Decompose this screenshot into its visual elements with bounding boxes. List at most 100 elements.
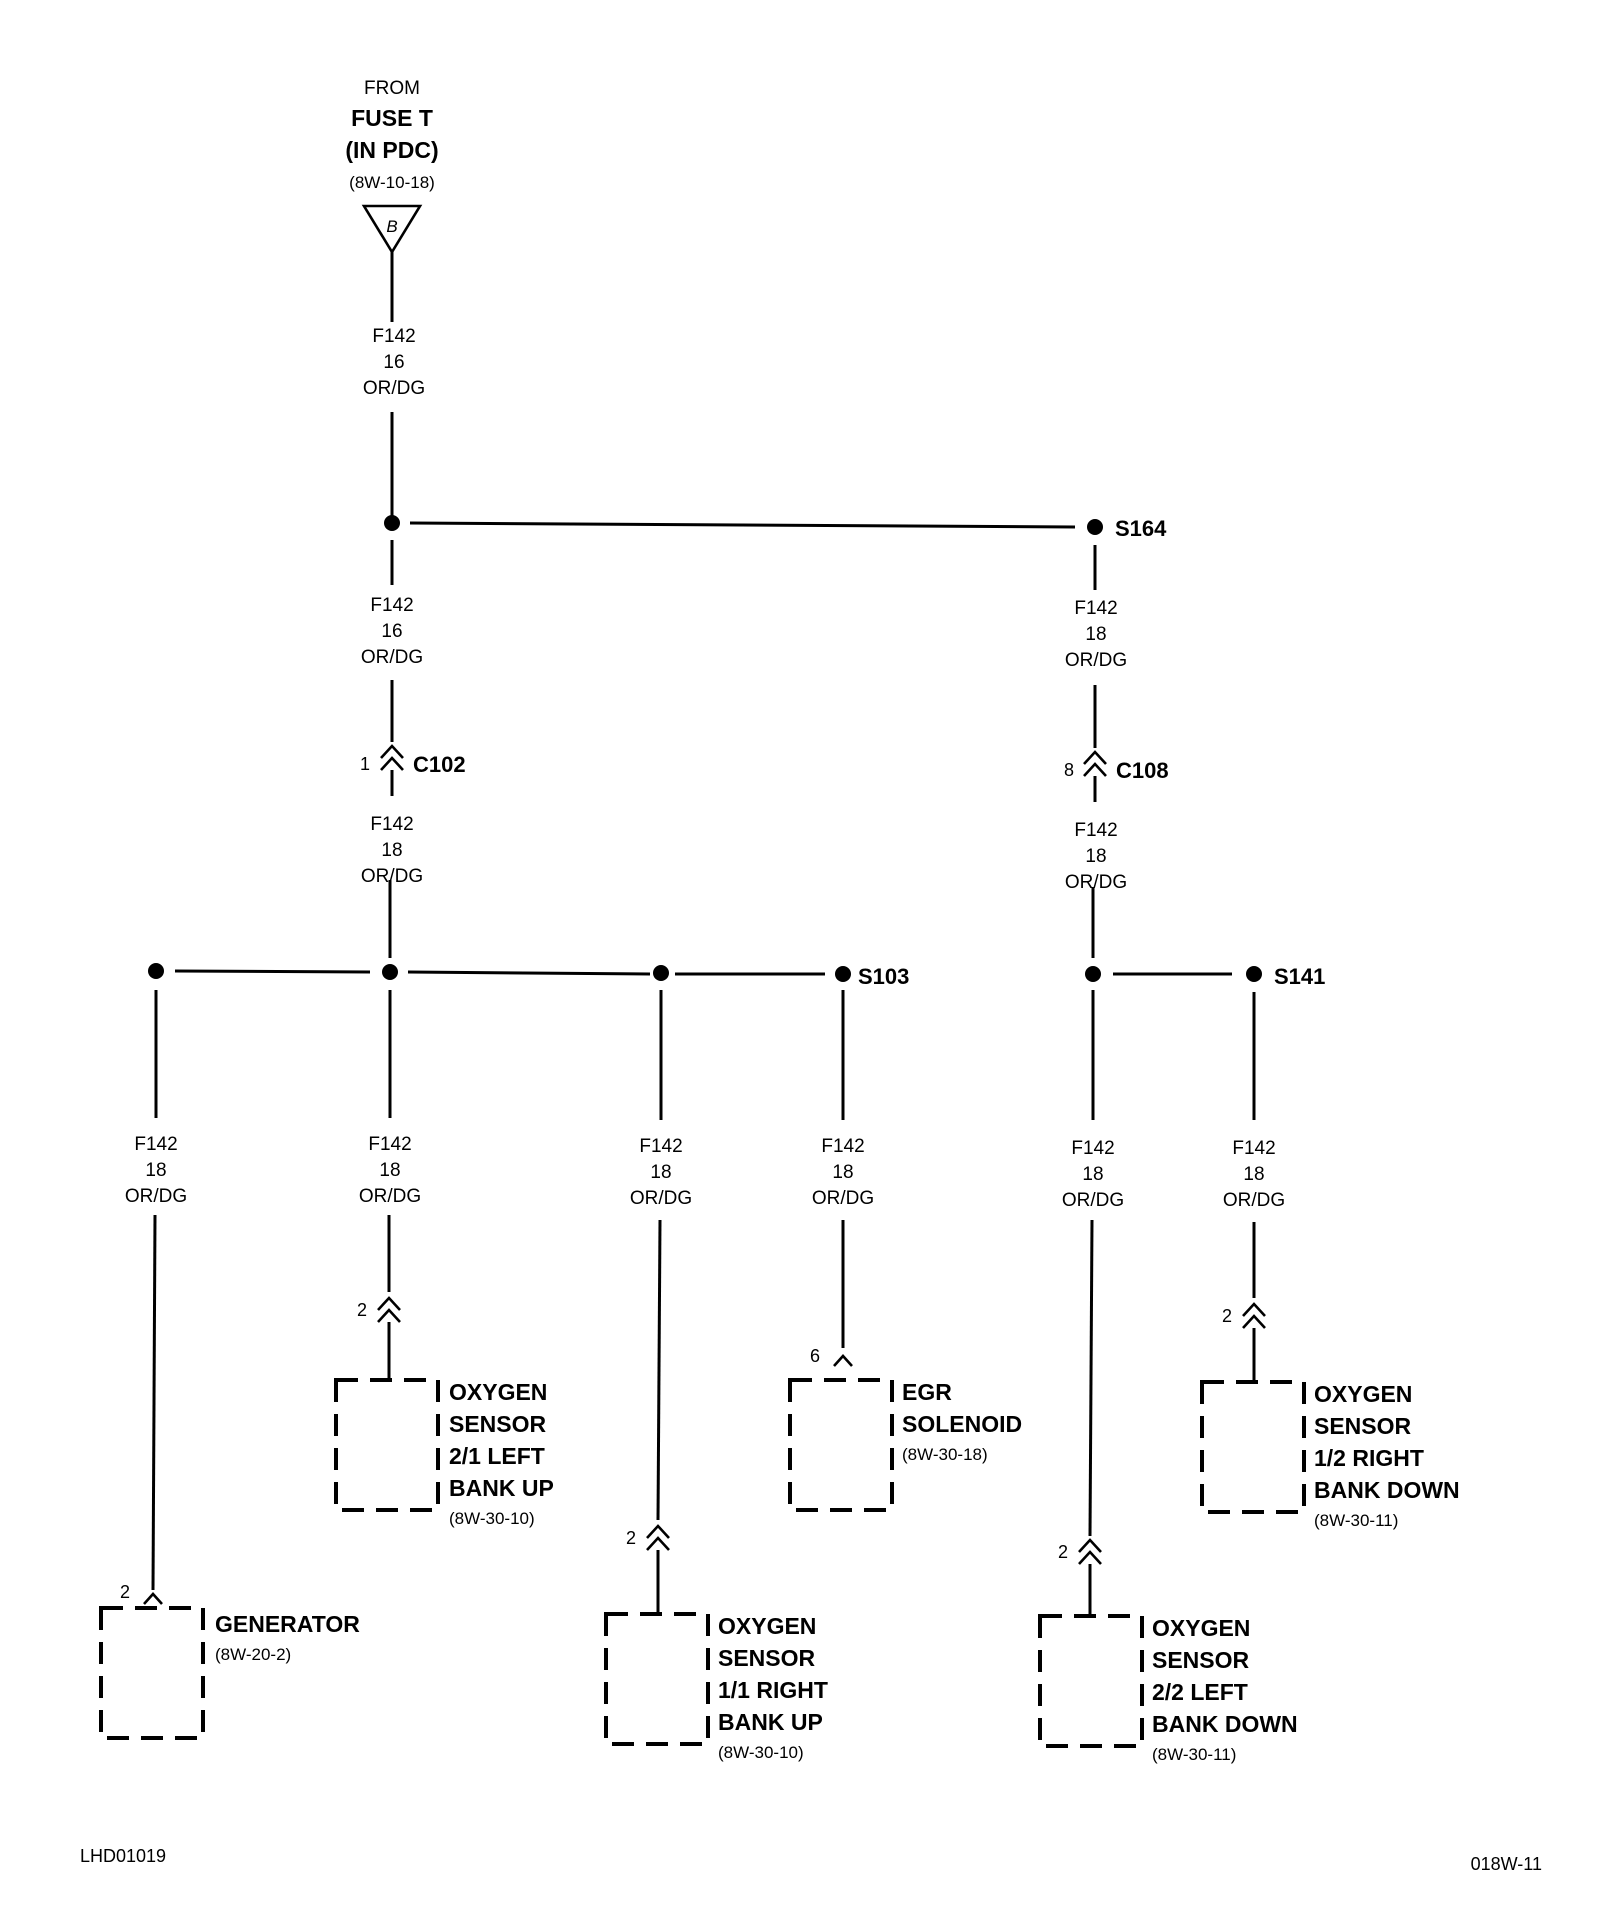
svg-text:F142: F142 [370,814,413,835]
svg-text:2/1 LEFT: 2/1 LEFT [449,1443,545,1469]
svg-text:2: 2 [626,1528,636,1548]
svg-text:18: 18 [650,1162,671,1183]
pin-connector-o2-21: 2 [357,1296,401,1332]
svg-text:F142: F142 [368,1134,411,1155]
component-oxygen-sensor-2-2: OXYGEN SENSOR 2/2 LEFT BANK DOWN (8W-30-… [1038,1614,1298,1764]
svg-text:BANK UP: BANK UP [449,1475,554,1501]
wire-label-o2-22: F142 18 OR/DG [1062,1138,1124,1211]
svg-text:(8W-30-10): (8W-30-10) [449,1509,535,1528]
svg-text:BANK UP: BANK UP [718,1709,823,1735]
wires [151,252,1256,1614]
svg-text:OXYGEN: OXYGEN [1152,1615,1250,1641]
component-oxygen-sensor-1-2: OXYGEN SENSOR 1/2 RIGHT BANK DOWN (8W-30… [1200,1380,1460,1530]
wire-label-egr: F142 18 OR/DG [812,1136,874,1209]
svg-text:18: 18 [1085,624,1106,645]
svg-text:OR/DG: OR/DG [1065,650,1127,671]
svg-text:F142: F142 [370,595,413,616]
svg-text:18: 18 [379,1160,400,1181]
svg-text:18: 18 [145,1160,166,1181]
footer-right-code: 018W-11 [1471,1854,1542,1874]
footer-left-code: LHD01019 [80,1846,166,1866]
source-connector-triangle: B [361,204,423,255]
svg-text:BANK DOWN: BANK DOWN [1314,1477,1460,1503]
svg-text:18: 18 [1082,1164,1103,1185]
wire-label-2: F142 16 OR/DG [361,595,423,668]
source-fuse: FUSE T [351,105,433,131]
svg-text:SOLENOID: SOLENOID [902,1411,1022,1437]
svg-text:SENSOR: SENSOR [1152,1647,1250,1673]
splice-s103: S103 [858,964,909,989]
svg-text:2: 2 [1222,1306,1232,1326]
connector-c102: 1 C102 [360,744,466,796]
svg-text:18: 18 [381,840,402,861]
svg-text:F142: F142 [1074,820,1117,841]
svg-text:18: 18 [1085,846,1106,867]
svg-text:2: 2 [120,1582,130,1602]
svg-text:OXYGEN: OXYGEN [718,1613,816,1639]
svg-text:F142: F142 [1071,1138,1114,1159]
generator-label: GENERATOR [215,1611,360,1637]
wire-label-o2-21: F142 18 OR/DG [359,1134,421,1207]
svg-text:(8W-30-11): (8W-30-11) [1152,1745,1236,1764]
pin-connector-egr: 6 [810,1346,853,1367]
wire-label-1: F142 16 OR/DG [363,326,425,399]
source-ref: (8W-10-18) [349,173,435,192]
svg-text:18: 18 [832,1162,853,1183]
component-egr-solenoid: EGR SOLENOID (8W-30-18) [788,1378,1022,1512]
svg-text:OR/DG: OR/DG [361,647,423,668]
svg-text:(8W-30-11): (8W-30-11) [1314,1511,1398,1530]
svg-text:F142: F142 [639,1136,682,1157]
svg-text:OR/DG: OR/DG [1065,872,1127,893]
pin-connector-o2-22: 2 [1058,1538,1102,1572]
svg-text:2: 2 [357,1300,367,1320]
svg-text:EGR: EGR [902,1379,952,1405]
splice-s164: S164 [1115,516,1167,541]
generator-ref: (8W-20-2) [215,1645,291,1664]
svg-text:2: 2 [1058,1542,1068,1562]
svg-text:SENSOR: SENSOR [718,1645,816,1671]
component-generator: GENERATOR (8W-20-2) [99,1606,360,1740]
connector-c102-name: C102 [413,752,466,777]
connector-c108: 8 C108 [1064,750,1169,802]
component-oxygen-sensor-1-1: OXYGEN SENSOR 1/1 RIGHT BANK UP (8W-30-1… [604,1612,828,1762]
splice-s141: S141 [1274,964,1325,989]
svg-text:OR/DG: OR/DG [1223,1190,1285,1211]
svg-text:6: 6 [810,1346,820,1366]
svg-text:16: 16 [383,352,404,373]
svg-text:OXYGEN: OXYGEN [1314,1381,1412,1407]
wire-label-4: F142 18 OR/DG [1065,598,1127,671]
svg-text:OR/DG: OR/DG [125,1186,187,1207]
svg-text:18: 18 [1243,1164,1264,1185]
svg-text:16: 16 [381,621,402,642]
splice-dots [148,515,1262,982]
svg-text:SENSOR: SENSOR [1314,1413,1412,1439]
pin-connector-o2-11: 2 [626,1524,670,1560]
svg-text:OR/DG: OR/DG [1062,1190,1124,1211]
wire-label-o2-11: F142 18 OR/DG [630,1136,692,1209]
svg-text:OR/DG: OR/DG [363,378,425,399]
wire-label-5: F142 18 OR/DG [1065,820,1127,893]
pin-connector-o2-12: 2 [1222,1302,1266,1336]
svg-text:OR/DG: OR/DG [359,1186,421,1207]
pin-connector-generator: 2 [120,1582,163,1605]
wire-label-3: F142 18 OR/DG [361,814,423,887]
wire-label-o2-12: F142 18 OR/DG [1223,1138,1285,1211]
svg-text:1/2 RIGHT: 1/2 RIGHT [1314,1445,1424,1471]
svg-text:F142: F142 [1074,598,1117,619]
svg-text:F142: F142 [372,326,415,347]
svg-text:2/2 LEFT: 2/2 LEFT [1152,1679,1248,1705]
svg-text:(8W-30-18): (8W-30-18) [902,1445,988,1464]
source-location: (IN PDC) [345,137,438,163]
svg-text:F142: F142 [821,1136,864,1157]
source-connector-letter: B [386,217,397,236]
wire-label-generator: F142 18 OR/DG [125,1134,187,1207]
svg-text:OR/DG: OR/DG [361,866,423,887]
connector-c108-name: C108 [1116,758,1169,783]
svg-text:F142: F142 [134,1134,177,1155]
svg-text:OXYGEN: OXYGEN [449,1379,547,1405]
svg-text:1/1 RIGHT: 1/1 RIGHT [718,1677,828,1703]
component-oxygen-sensor-2-1: OXYGEN SENSOR 2/1 LEFT BANK UP (8W-30-10… [334,1378,554,1528]
svg-text:BANK DOWN: BANK DOWN [1152,1711,1298,1737]
svg-text:OR/DG: OR/DG [812,1188,874,1209]
svg-text:SENSOR: SENSOR [449,1411,547,1437]
